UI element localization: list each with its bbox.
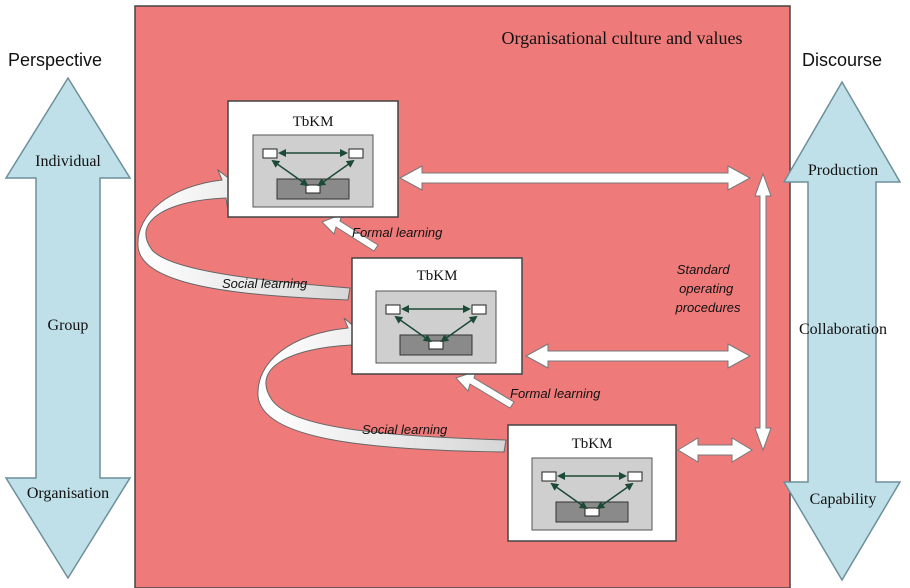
formal-learning-label-bottom: Formal learning [510,386,601,401]
sop-label-line-3: procedures [674,300,741,315]
horizontal-arrow-middle [524,343,752,369]
sop-label: Standard operating procedures [674,262,741,315]
tbkm-box-3: TbKM [507,424,677,542]
horizontal-arrow-bottom [677,437,753,463]
tbkm-box-1-title: TbKM [293,114,334,130]
perspective-organisation: Organisation [27,485,109,502]
discourse-double-arrow [782,80,902,582]
sop-double-arrow [754,172,772,452]
social-learning-curve-top [137,168,351,301]
social-learning-label-top: Social learning [222,276,308,291]
tbkm-box-2-schematic [376,291,496,363]
tbkm-box-2-title: TbKM [417,268,458,284]
horizontal-arrow-top [398,165,752,191]
discourse-collaboration: Collaboration [799,321,887,338]
tbkm-box-1: TbKM [227,100,399,218]
tbkm-box-3-schematic [532,458,652,530]
perspective-group: Group [48,317,89,334]
social-learning-curve-bottom [257,317,507,453]
tbkm-box-3-title: TbKM [572,436,613,452]
perspective-individual: Individual [35,153,101,170]
culture-label: Organisational culture and values [501,28,742,48]
discourse-title: Discourse [802,50,882,70]
discourse-capability: Capability [810,491,877,508]
sop-label-line-2: operating [679,281,734,296]
perspective-title: Perspective [8,50,102,70]
social-learning-label-bottom: Social learning [362,422,448,437]
discourse-production: Production [808,162,878,179]
perspective-double-arrow [4,76,132,580]
tbkm-box-1-schematic [253,135,373,207]
sop-label-line-1: Standard [677,262,731,277]
formal-learning-label-top: Formal learning [352,225,443,240]
tbkm-box-2: TbKM [351,257,523,375]
